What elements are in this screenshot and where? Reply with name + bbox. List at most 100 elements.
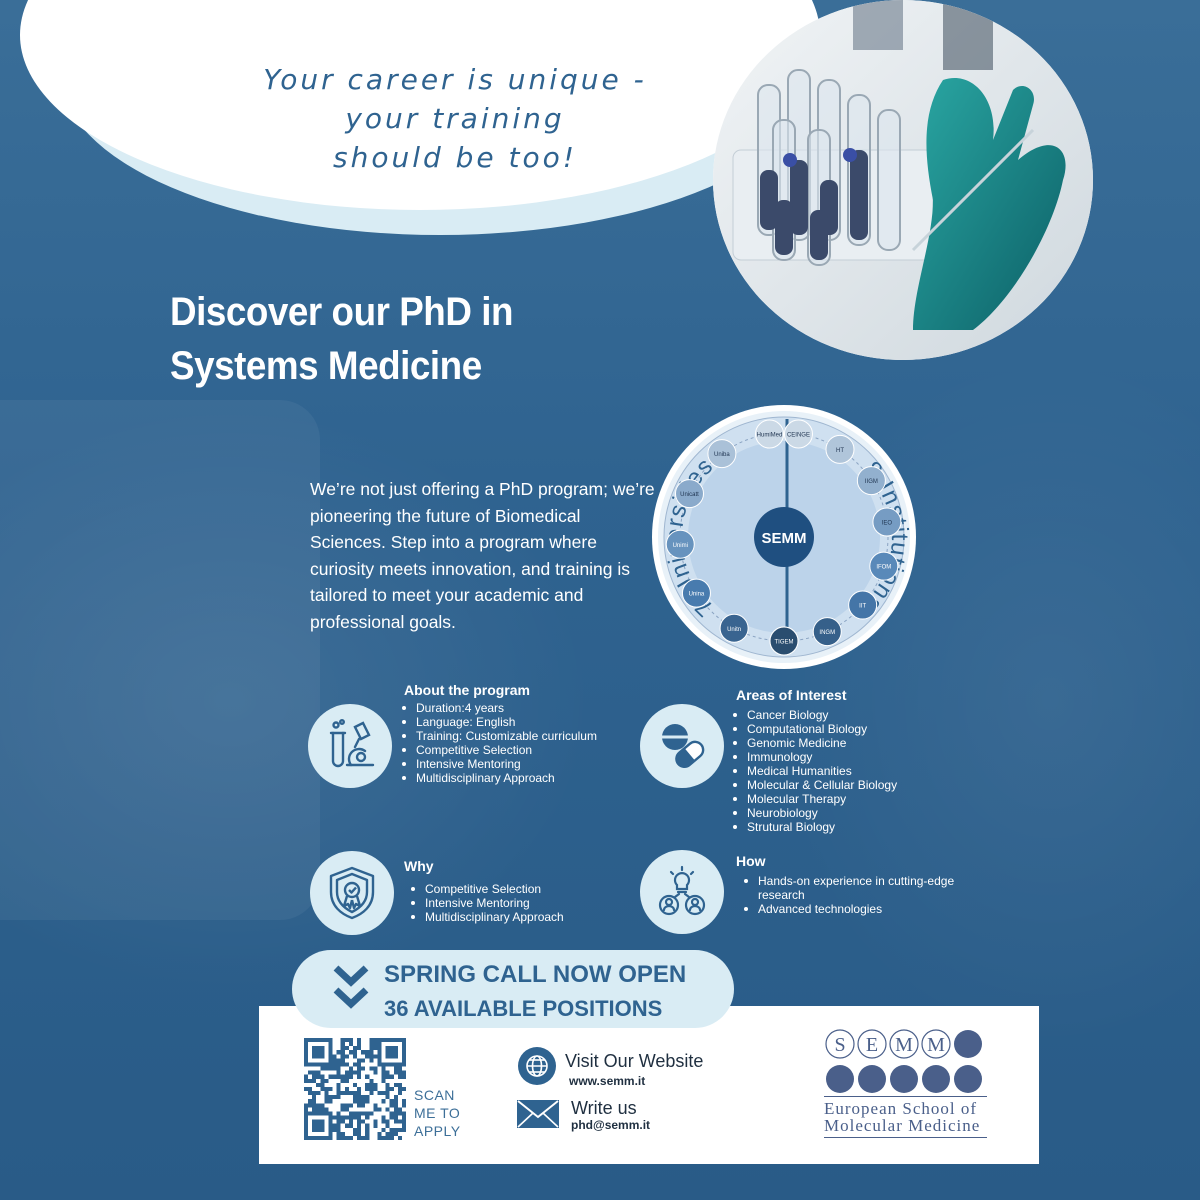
- institution-node-label: IIGM: [865, 479, 878, 485]
- page-title: Discover our PhD in Systems Medicine: [170, 285, 556, 393]
- how-item: Advanced technologies: [742, 902, 972, 916]
- website-url[interactable]: www.semm.it: [569, 1074, 646, 1088]
- shield-badge-icon: [310, 851, 394, 935]
- how-list: Hands-on experience in cutting-edge rese…: [742, 874, 972, 916]
- diagram-center-label: SEMM: [762, 530, 807, 547]
- intro-paragraph: We’re not just offering a PhD program; w…: [310, 479, 655, 632]
- areas-item: Genomic Medicine: [731, 736, 897, 750]
- logo-name-line-1: European School of: [824, 1099, 978, 1118]
- call-status: SPRING CALL NOW OPEN: [384, 961, 687, 988]
- how-item: Hands-on experience in cutting-edge rese…: [742, 874, 972, 902]
- university-node: Unicatt: [674, 479, 704, 509]
- areas-item: Strutural Biology: [731, 820, 897, 834]
- lab-photo: [713, 0, 1093, 360]
- institution-node-label: CEINGE: [787, 433, 810, 439]
- university-node-label: Uniba: [714, 452, 730, 458]
- scan-to-apply: SCAN ME TO APPLY: [414, 1086, 461, 1140]
- institution-node-label: IFOM: [876, 565, 891, 571]
- institution-node-label: HT: [836, 448, 844, 454]
- tagline-line-2: your training: [345, 102, 565, 135]
- logo-rule-top: [824, 1096, 987, 1097]
- institution-node-label: IEO: [882, 521, 893, 527]
- lab-photo-illustration: [713, 0, 1093, 360]
- partner-diagram-svg: 7 Universities 8 Institutions HumiMedUni…: [658, 411, 912, 663]
- about-title: About the program: [404, 682, 530, 698]
- partner-diagram: 7 Universities 8 Institutions HumiMedUni…: [652, 405, 916, 669]
- institution-node: IIGM: [856, 466, 886, 496]
- university-node: Uniba: [707, 439, 737, 469]
- university-node-label: Unitn: [727, 627, 741, 633]
- background-shape: [0, 400, 320, 920]
- institution-node-label: TIGEM: [775, 640, 794, 646]
- university-node: Unina: [681, 578, 711, 608]
- areas-item: Molecular Therapy: [731, 792, 897, 806]
- institution-node: CEINGE: [783, 419, 813, 449]
- tagline-line-3: should be too!: [332, 141, 578, 174]
- areas-item: Neurobiology: [731, 806, 897, 820]
- why-title: Why: [404, 858, 434, 874]
- envelope-icon: [517, 1100, 559, 1128]
- institution-node-label: INGM: [819, 630, 835, 636]
- why-item: Multidisciplinary Approach: [409, 910, 564, 924]
- institution-node: HT: [825, 434, 855, 464]
- lightbulb-team-icon: [640, 850, 724, 934]
- logo-rule-bottom: [824, 1137, 987, 1138]
- lab-flask-microscope-icon: [308, 704, 392, 788]
- institution-node: INGM: [812, 617, 842, 647]
- tagline: Your career is unique - your training sh…: [225, 60, 685, 177]
- qr-code[interactable]: [304, 1038, 406, 1140]
- institution-node: IFOM: [869, 551, 899, 581]
- scan-line-1: SCAN: [414, 1087, 455, 1103]
- pill-capsule-icon: [640, 704, 724, 788]
- email-address[interactable]: phd@semm.it: [571, 1118, 651, 1132]
- university-node: HumiMed: [755, 419, 785, 449]
- university-node: Unimi: [665, 529, 695, 559]
- university-node-label: Unina: [689, 592, 705, 598]
- page-title-line-1: Discover our PhD in: [170, 290, 513, 334]
- logo-letter-m2: M: [927, 1034, 945, 1056]
- semm-logo-mark: S E M M: [825, 1029, 982, 1093]
- logo-letter-m1: M: [895, 1034, 913, 1056]
- about-item: Language: English: [400, 715, 597, 729]
- institution-node: IEO: [872, 507, 902, 537]
- institution-node-label: IIT: [859, 604, 866, 610]
- institution-node: TIGEM: [769, 626, 799, 656]
- logo-name: European School of Molecular Medicine: [824, 1100, 980, 1134]
- call-banner: SPRING CALL NOW OPEN 36 AVAILABLE POSITI…: [292, 950, 734, 1028]
- chevron-down-icon: [333, 965, 369, 1009]
- areas-title: Areas of Interest: [736, 687, 847, 703]
- about-item: Duration:4 years: [400, 701, 597, 715]
- scan-line-3: APPLY: [414, 1123, 461, 1139]
- university-node-label: Unimi: [673, 543, 688, 549]
- areas-item: Molecular & Cellular Biology: [731, 778, 897, 792]
- areas-item: Immunology: [731, 750, 897, 764]
- how-title: How: [736, 853, 766, 869]
- logo-name-line-2: Molecular Medicine: [824, 1116, 981, 1135]
- areas-item: Cancer Biology: [731, 708, 897, 722]
- university-node: Unitn: [719, 613, 749, 643]
- why-item: Competitive Selection: [409, 882, 564, 896]
- email-link[interactable]: Write us: [571, 1098, 637, 1118]
- about-item: Competitive Selection: [400, 743, 597, 757]
- available-positions: 36 AVAILABLE POSITIONS: [384, 996, 663, 1021]
- about-item: Training: Customizable curriculum: [400, 729, 597, 743]
- about-item: Intensive Mentoring: [400, 757, 597, 771]
- why-item: Intensive Mentoring: [409, 896, 564, 910]
- areas-item: Medical Humanities: [731, 764, 897, 778]
- website-link[interactable]: Visit Our Website: [565, 1051, 704, 1071]
- globe-icon: [518, 1047, 556, 1085]
- university-node-label: HumiMed: [757, 433, 783, 439]
- areas-item: Computational Biology: [731, 722, 897, 736]
- footer-panel: SCAN ME TO APPLY Visit Our Website www.s…: [259, 1006, 1039, 1164]
- institution-node: IIT: [848, 590, 878, 620]
- about-item: Multidisciplinary Approach: [400, 771, 597, 785]
- page-title-line-2: Systems Medicine: [170, 344, 482, 388]
- tagline-line-1: Your career is unique -: [263, 63, 647, 96]
- university-node-label: Unicatt: [680, 492, 699, 498]
- scan-line-2: ME TO: [414, 1105, 461, 1121]
- logo-letter-e: E: [866, 1034, 878, 1056]
- logo-letter-s: S: [834, 1034, 845, 1056]
